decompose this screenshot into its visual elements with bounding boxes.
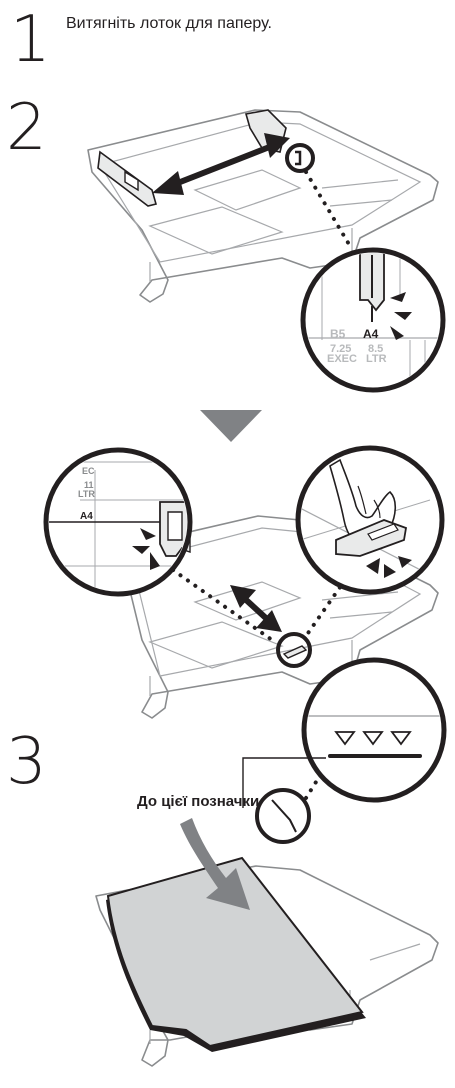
label-ltr-side: LTR bbox=[78, 489, 95, 499]
guide-a4-zoom: EC 11 LTR A4 bbox=[44, 450, 194, 595]
label-ltr: LTR bbox=[366, 353, 387, 365]
size-marker-zoom: B5 A4 7.25 EXEC 8.5 LTR bbox=[300, 250, 450, 392]
next-step-arrow bbox=[200, 410, 262, 442]
fill-mark-highlight bbox=[257, 790, 309, 842]
label-a4-side: A4 bbox=[80, 511, 93, 522]
hand-pinch-zoom bbox=[296, 448, 446, 593]
label-b5: B5 bbox=[330, 327, 346, 341]
label-ec: EC bbox=[82, 466, 95, 476]
fill-limit-zoom bbox=[302, 660, 452, 800]
label-a4: A4 bbox=[363, 327, 379, 341]
label-exec: EXEC bbox=[327, 353, 357, 365]
